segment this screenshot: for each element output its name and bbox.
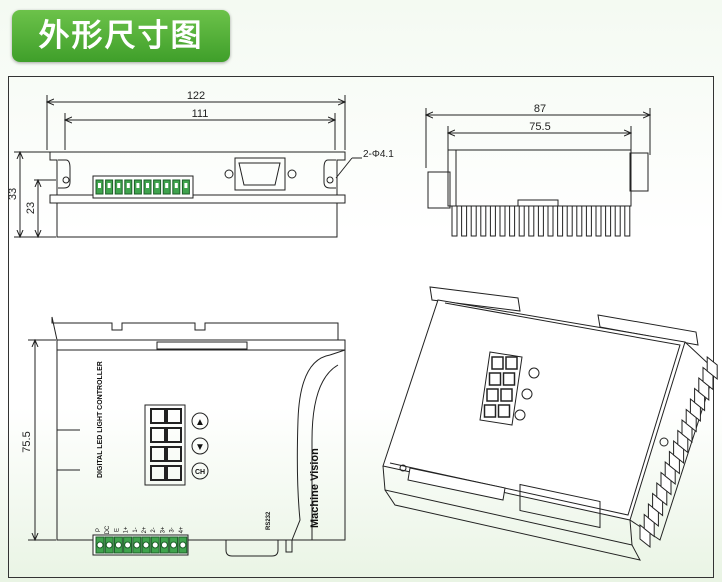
digit-cell [166, 465, 182, 481]
front-terminals [95, 179, 190, 195]
terminal-screw [151, 541, 159, 549]
fin [557, 205, 564, 237]
terminal-screw [155, 183, 159, 188]
fin [470, 205, 477, 237]
terminal-screw [165, 183, 169, 188]
terminal-label: 3- [170, 527, 176, 532]
digit-cell [166, 446, 182, 462]
terminal-screw [142, 541, 150, 549]
fin [566, 205, 573, 237]
fin [461, 205, 468, 237]
terminal-screw [105, 541, 113, 549]
terminal-screw [174, 183, 178, 188]
terminal-screw [107, 183, 111, 188]
heatsink-fins [451, 205, 631, 237]
down-button-label: ▼ [195, 442, 205, 453]
digit-cell [166, 408, 182, 424]
terminal-label: P [96, 528, 102, 532]
fin [605, 205, 612, 237]
dim-height-total: 33 [7, 188, 19, 200]
iso-digit-cell [491, 356, 504, 370]
fin [509, 205, 516, 237]
side-view [426, 108, 650, 209]
terminal-label: 2+ [142, 526, 148, 533]
terminal-screw [146, 183, 149, 188]
terminal-screw [160, 541, 168, 549]
terminal-screw [184, 183, 188, 188]
iso-view [382, 286, 716, 561]
iso-display [483, 356, 518, 418]
title-banner: 外形尺寸图 [12, 10, 230, 62]
dim-side-total: 87 [534, 103, 546, 115]
digit-cell [150, 427, 166, 443]
iso-digit-cell [505, 356, 518, 370]
digit-cell [166, 427, 182, 443]
fin [499, 205, 506, 237]
terminal-screw [98, 183, 101, 188]
fin [624, 205, 631, 237]
terminal-screw [133, 541, 141, 549]
digit-cell [150, 446, 166, 462]
fin [614, 205, 621, 237]
dim-width-holes: 111 [192, 108, 209, 120]
fin [451, 205, 458, 237]
drawing-frame [8, 76, 714, 578]
up-button[interactable] [191, 412, 209, 430]
iso-digit-cell [486, 388, 499, 402]
front-view [14, 95, 362, 237]
up-button-label: ▲ [195, 417, 205, 428]
terminal-screw [179, 541, 187, 549]
brand-label: Machine Vision [309, 448, 321, 528]
iso-heatsink-fins [639, 355, 718, 549]
terminal-screw [117, 183, 121, 188]
terminal-label: 4+ [179, 526, 185, 533]
down-button[interactable] [191, 437, 209, 455]
fin [537, 205, 544, 237]
ch-button-label: CH [195, 469, 205, 476]
terminal-label: 1+ [124, 526, 130, 533]
dim-side-inner: 75.5 [529, 121, 550, 133]
fin [576, 205, 583, 237]
iso-digit-cell [488, 372, 502, 386]
fin [547, 205, 554, 237]
iso-digit-cell [502, 372, 516, 386]
terminal-label: 1- [133, 527, 139, 532]
terminal-label: 2- [151, 527, 157, 532]
iso-digit-cell [483, 404, 497, 418]
terminal-screw [136, 183, 140, 188]
iso-fin [706, 355, 718, 381]
dim-hole-spec: 2-Φ4.1 [363, 149, 394, 160]
dim-width-total: 122 [187, 90, 205, 102]
terminal-label: DC [105, 525, 111, 534]
iso-digit-cell [497, 404, 511, 418]
terminal-screw [96, 541, 104, 549]
fin [595, 205, 602, 237]
dim-height-body: 23 [25, 202, 37, 214]
digit-cell [150, 465, 166, 481]
terminal-label: E [114, 528, 120, 532]
dim-bottom-height: 75.5 [21, 431, 33, 452]
product-label: DIGITAL LED LIGHT CONTROLLER [97, 361, 104, 478]
ch-button[interactable] [191, 462, 209, 480]
terminal-screw [170, 541, 178, 549]
seven-seg-display [150, 408, 182, 481]
fin [489, 205, 496, 237]
terminal-screw [126, 183, 130, 188]
page-title: 外形尺寸图 [38, 18, 204, 54]
panel-view [28, 316, 346, 557]
terminal-label: 3+ [160, 526, 166, 533]
terminal-screw [124, 541, 132, 549]
rs232-label: RS232 [266, 511, 272, 530]
fin [518, 205, 525, 237]
fin [585, 205, 592, 237]
iso-digit-cell [500, 388, 513, 402]
terminal-screw [114, 541, 122, 549]
fin [528, 205, 535, 237]
digit-cell [150, 408, 166, 424]
fin [480, 205, 487, 237]
